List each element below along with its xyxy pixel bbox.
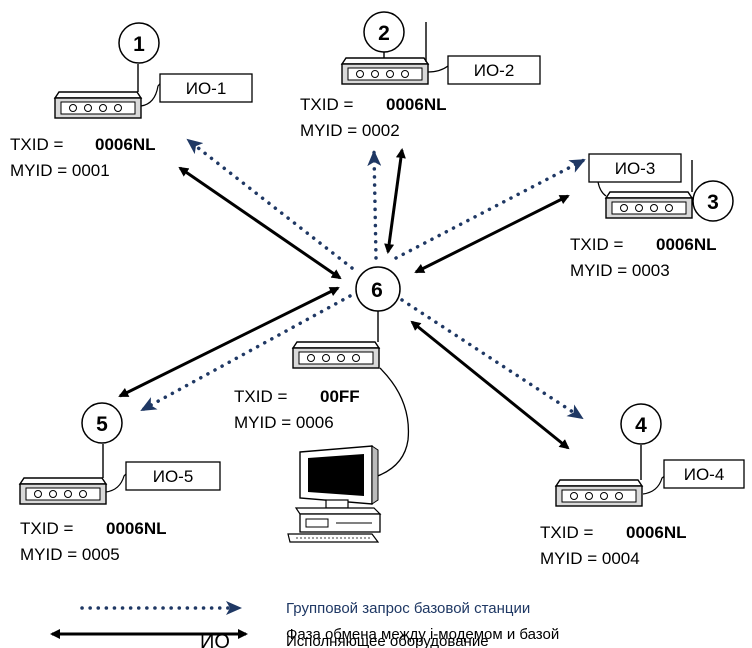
modem-2-io-label: ИО-2 (474, 61, 515, 80)
solid-arrow-4 (410, 320, 570, 450)
modem-4-myid: MYID = 0004 (540, 549, 640, 568)
modem-5: 5 ИО-5 TXID = 0006NL MYID = 0005 (19, 402, 221, 564)
modem-1: 1 ИО-1 TXID = 0006NL MYID = 0001 (10, 22, 253, 180)
legend-solid-label: Фаза обмена между i-модемом и базой (286, 626, 559, 643)
modem-2-device-icon (341, 57, 429, 85)
modem-3: 3 ИО-3 TXID = 0006NL MYID = 0003 (570, 153, 734, 280)
modem-3-txid-value: 0006NL (656, 235, 716, 254)
base-station-number: 6 (371, 279, 383, 302)
modem-1-myid: MYID = 0001 (10, 161, 110, 180)
modem-5-myid: MYID = 0005 (20, 545, 120, 564)
modem-4-number: 4 (635, 414, 647, 437)
base-station: 6 TXID = 00FF MYID = 0006 (234, 266, 410, 543)
solid-arrow-2 (384, 148, 406, 254)
legend-io-abbr: ИО (200, 631, 230, 648)
modem-4-badge (620, 403, 662, 445)
modem-5-txid-value: 0006NL (106, 519, 166, 538)
modem-2-txid-value: 0006NL (386, 95, 446, 114)
modem-2-txid-label: TXID = (300, 95, 353, 114)
modem-3-badge (692, 180, 734, 222)
modem-1-txid-value: 0006NL (95, 135, 155, 154)
legend: Групповой запрос базовой станции Фаза об… (50, 600, 559, 648)
modem-4: 4 ИО-4 TXID = 0006NL MYID = 0004 (540, 403, 745, 568)
base-station-txid-value: 00FF (320, 387, 360, 406)
modem-4-txid-value: 0006NL (626, 523, 686, 542)
modem-4-txid-label: TXID = (540, 523, 593, 542)
modem-5-badge (81, 402, 123, 444)
modem-4-device-icon (555, 479, 643, 507)
dotted-arrow-to-4 (400, 298, 584, 420)
modem-5-txid-label: TXID = (20, 519, 73, 538)
dotted-arrow-to-2 (367, 150, 382, 260)
base-station-cable (371, 367, 410, 479)
modem-5-number: 5 (96, 413, 108, 436)
modem-2-badge (363, 11, 405, 53)
modem-5-device-icon (19, 477, 107, 505)
dotted-arrow-to-1 (186, 138, 354, 270)
base-station-myid: MYID = 0006 (234, 413, 334, 432)
modem-2: 2 ИО-2 TXID = 0006NL MYID = 0002 (300, 11, 541, 140)
modem-1-io-label: ИО-1 (186, 79, 227, 98)
modem-1-number: 1 (133, 33, 145, 56)
modem-1-badge (118, 22, 160, 64)
solid-arrow-5 (118, 286, 340, 398)
modem-3-device-icon (605, 191, 693, 219)
legend-dotted-label: Групповой запрос базовой станции (286, 600, 530, 617)
modem-3-io-label: ИО-3 (615, 159, 656, 178)
modem-1-device-icon (54, 91, 142, 119)
modem-1-txid-label: TXID = (10, 135, 63, 154)
solid-arrow-3 (414, 194, 570, 274)
solid-arrow-1 (178, 166, 342, 280)
modem-5-io-label: ИО-5 (153, 467, 194, 486)
dotted-arrow-to-3 (394, 158, 586, 260)
base-station-txid-label: TXID = (234, 387, 287, 406)
modem-3-myid: MYID = 0003 (570, 261, 670, 280)
modem-3-number: 3 (707, 191, 719, 214)
modem-4-io-label: ИО-4 (684, 465, 725, 484)
modem-3-txid-label: TXID = (570, 235, 623, 254)
legend-io-label: Исполняющее оборудование (286, 633, 489, 648)
modem-2-number: 2 (378, 22, 390, 45)
modem-2-myid: MYID = 0002 (300, 121, 400, 140)
computer-icon (287, 445, 382, 543)
base-station-modem-icon (292, 341, 380, 369)
solid-arrows (118, 148, 570, 450)
